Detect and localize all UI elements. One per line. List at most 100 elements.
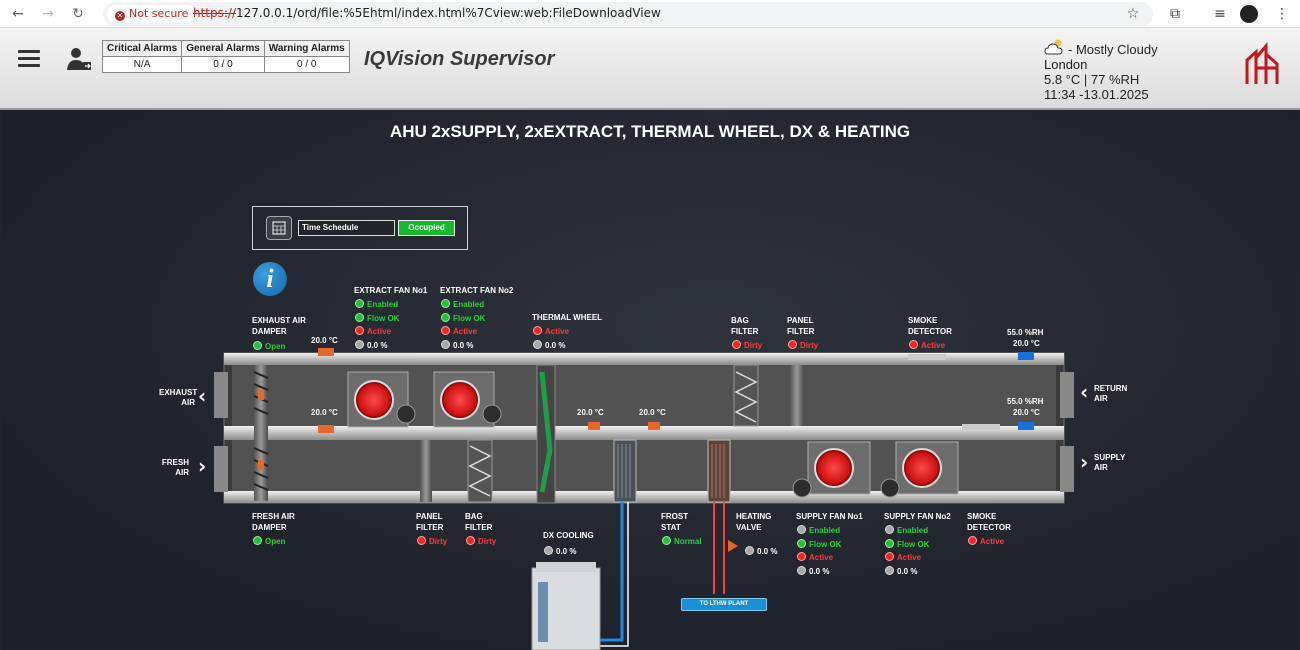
frost-stat-status[interactable]: Normal (662, 536, 702, 547)
supply-fan2-label: SUPPLY FAN No2 (884, 512, 951, 521)
url-text[interactable]: https://127.0.0.1/ord/file:%5Ehtml/index… (193, 6, 661, 20)
warning-alarms-header: Warning Alarms (263, 40, 350, 57)
panel-filter-bottom-status[interactable]: Dirty (417, 536, 447, 547)
security-chip[interactable]: ✕Not secure (107, 5, 197, 23)
supply-arrow-icon: › (1080, 450, 1089, 474)
weather-temp-rh: 5.8 °C | 77 %RH (1044, 72, 1140, 87)
alarm-summary-table[interactable]: Critical Alarms General Alarms Warning A… (101, 40, 350, 73)
extract-fan2-active[interactable]: Active (441, 326, 477, 337)
reload-icon[interactable]: ↻ (72, 6, 84, 22)
supply-fan1-enabled[interactable]: Enabled (797, 525, 840, 536)
app-title: IQVision Supervisor (364, 48, 555, 70)
bag-filter-top-status[interactable]: Dirty (732, 340, 762, 351)
return-arrow-icon: ‹ (1080, 380, 1089, 404)
exhaust-temp[interactable]: 20.0 °C (311, 336, 338, 345)
extract-fan1-active[interactable]: Active (355, 326, 391, 337)
supply-fan2-enabled[interactable]: Enabled (885, 525, 928, 536)
exhaust-damper-status[interactable]: Open (253, 341, 285, 352)
general-alarms-header: General Alarms (181, 40, 265, 57)
info-icon[interactable]: i (253, 262, 287, 296)
dx-cooling-value[interactable]: 0.0 % (544, 546, 576, 557)
fresh-damper-status[interactable]: Open (253, 536, 285, 547)
ahu-graphic-panel: AHU 2xSUPPLY, 2xEXTRACT, THERMAL WHEEL, … (2, 110, 1298, 650)
weather-condition: - Mostly Cloudy (1068, 42, 1158, 57)
exhaust-arrow-icon: ‹ (198, 384, 207, 408)
forward-icon[interactable]: → (42, 6, 54, 22)
to-lthw-plant-button[interactable]: TO LTHW PLANT (681, 598, 767, 611)
critical-alarms-header: Critical Alarms (101, 40, 183, 57)
media-icon[interactable]: ≡ (1214, 6, 1226, 22)
supply-fan1-active[interactable]: Active (797, 552, 833, 563)
supply-fan1-flow[interactable]: Flow OK (797, 539, 841, 550)
extract-fan1-flow[interactable]: Flow OK (355, 313, 399, 324)
thermal-wheel-speed[interactable]: 0.0 % (533, 340, 565, 351)
supply-fan1-label: SUPPLY FAN No1 (796, 512, 863, 521)
post-wheel-temp[interactable]: 20.0 °C (577, 408, 604, 417)
time-schedule-widget: Time Schedule Occupied (252, 206, 468, 250)
menu-kebab-icon[interactable]: ⋮ (1275, 6, 1289, 22)
thermal-wheel-label: THERMAL WHEEL (532, 313, 603, 322)
extract-fan1-enabled[interactable]: Enabled (355, 299, 398, 310)
hamburger-menu-icon[interactable] (18, 50, 40, 71)
occupancy-status: Occupied (398, 220, 455, 236)
back-icon[interactable]: ← (12, 6, 24, 22)
fresh-arrow-icon: › (198, 454, 207, 478)
time-schedule-field[interactable]: Time Schedule (298, 220, 395, 236)
bag-filter-bottom-status[interactable]: Dirty (466, 536, 496, 547)
cloud-sun-icon (1044, 39, 1063, 55)
supply-fan2-active[interactable]: Active (885, 552, 921, 563)
supply-fan1-speed[interactable]: 0.0 % (797, 566, 829, 577)
calendar-icon[interactable] (266, 216, 292, 240)
supply-fan2-flow[interactable]: Flow OK (885, 539, 929, 550)
extensions-icon[interactable]: ⧉ (1170, 6, 1180, 22)
supply-temp[interactable]: 20.0 °C (1013, 408, 1040, 417)
profile-avatar-icon[interactable] (1240, 5, 1258, 23)
return-temp[interactable]: 20.0 °C (1013, 339, 1040, 348)
extract-fan2-speed[interactable]: 0.0 % (441, 340, 473, 351)
smoke-detector-bottom-status[interactable]: Active (968, 536, 1004, 547)
extract-fan2-enabled[interactable]: Enabled (441, 299, 484, 310)
fresh-temp[interactable]: 20.0 °C (311, 408, 338, 417)
supply-fan2-speed[interactable]: 0.0 % (885, 566, 917, 577)
ahu-schematic (214, 348, 1074, 650)
bookmark-star-icon[interactable]: ☆ (1126, 6, 1140, 22)
user-logout-icon[interactable] (66, 46, 92, 72)
panel-filter-top-status[interactable]: Dirty (788, 340, 818, 351)
smoke-detector-top-status[interactable]: Active (909, 340, 945, 351)
address-bar[interactable]: ✕Not secure https://127.0.0.1/ord/file:%… (103, 2, 1153, 26)
dx-cooling-label: DX COOLING (543, 531, 594, 540)
extract-fan1-speed[interactable]: 0.0 % (355, 340, 387, 351)
extract-fan2-flow[interactable]: Flow OK (441, 313, 485, 324)
browser-toolbar: ← → ↻ ✕Not secure https://127.0.0.1/ord/… (0, 0, 1300, 28)
status-led-icon (253, 341, 262, 350)
return-rh[interactable]: 55.0 %RH (1007, 328, 1044, 337)
critical-alarms-value[interactable]: N/A (101, 56, 183, 73)
extract-fan1-label: EXTRACT FAN No1 (354, 286, 428, 295)
app-header: Critical Alarms General Alarms Warning A… (0, 28, 1300, 110)
thermal-wheel-status[interactable]: Active (533, 326, 569, 337)
post-cooling-temp[interactable]: 20.0 °C (639, 408, 666, 417)
supply-rh[interactable]: 55.0 %RH (1007, 397, 1044, 406)
page-title: AHU 2xSUPPLY, 2xEXTRACT, THERMAL WHEEL, … (389, 122, 911, 141)
general-alarms-value[interactable]: 0 / 0 (181, 56, 265, 73)
weather-datetime: 11:34 -13.01.2025 (1044, 87, 1149, 102)
not-secure-icon: ✕ (115, 11, 125, 21)
warning-alarms-value[interactable]: 0 / 0 (263, 56, 350, 73)
heating-valve-value[interactable]: 0.0 % (745, 546, 777, 557)
extract-fan2-label: EXTRACT FAN No2 (440, 286, 514, 295)
weather-widget: - Mostly Cloudy London 5.8 °C | 77 %RH 1… (1044, 39, 1158, 102)
